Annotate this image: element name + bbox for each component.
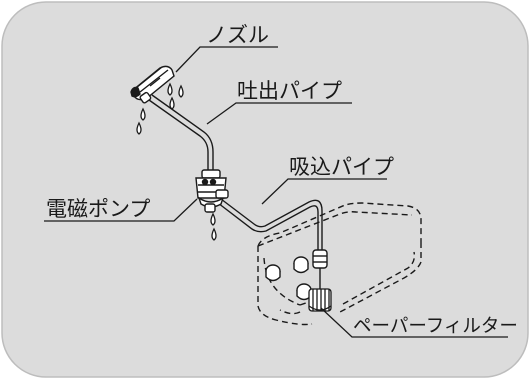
- nozzle: [130, 65, 175, 104]
- label-solenoid-pump: 電磁ポンプ: [46, 197, 150, 221]
- tank-caps: [265, 256, 312, 301]
- label-nozzle: ノズル: [206, 23, 269, 47]
- suction-pipe: [217, 198, 323, 252]
- discharge-pipe: [148, 94, 214, 172]
- label-suction-pipe: 吸込パイプ: [289, 155, 394, 179]
- leader-lines: [44, 46, 508, 338]
- label-discharge-pipe: 吐出パイプ: [237, 79, 342, 103]
- leader-suction-pipe: [261, 178, 387, 205]
- label-paper-filter: ペーパーフィルター: [353, 316, 518, 337]
- pump-drips: [210, 212, 217, 241]
- leader-solenoid-pump: [44, 198, 198, 222]
- fuel-tank: [257, 202, 422, 326]
- leader-discharge-pipe: [206, 102, 352, 125]
- solenoid-pump: [195, 169, 229, 213]
- paper-filter: [308, 288, 332, 312]
- leader-nozzle: [175, 46, 278, 73]
- suction-pipe-connector: [312, 249, 328, 269]
- nozzle-drips: [136, 82, 184, 135]
- leader-paper-filter: [320, 307, 508, 338]
